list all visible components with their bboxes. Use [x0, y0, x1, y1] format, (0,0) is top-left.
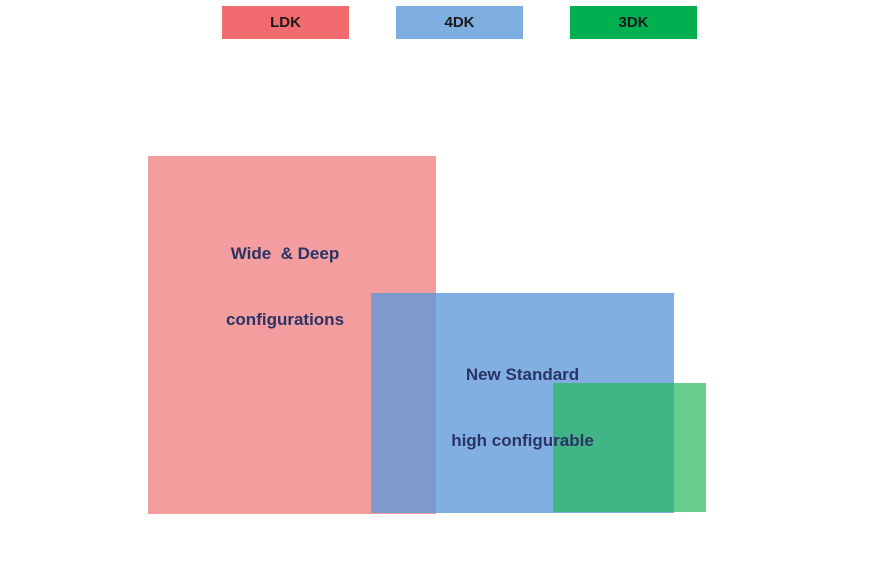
- legend-label-3dk: 3DK: [618, 14, 649, 31]
- ldk-region-label: Wide & Deep configurations: [200, 199, 370, 353]
- legend-item-3dk: 3DK: [570, 6, 697, 39]
- 4dk-label-line1: New Standard: [465, 365, 580, 384]
- legend-label-4dk: 4DK: [444, 14, 475, 31]
- ldk-label-line2: configurations: [225, 310, 345, 329]
- 4dk-region-label: New Standard high configurable: [430, 320, 615, 474]
- legend-item-ldk: LDK: [222, 6, 349, 39]
- 4dk-label-line2: high configurable: [451, 431, 594, 450]
- 3dk-region: [553, 383, 706, 512]
- legend-item-4dk: 4DK: [396, 6, 523, 39]
- ldk-label-line1: Wide & Deep: [230, 244, 340, 263]
- legend-label-ldk: LDK: [270, 14, 301, 31]
